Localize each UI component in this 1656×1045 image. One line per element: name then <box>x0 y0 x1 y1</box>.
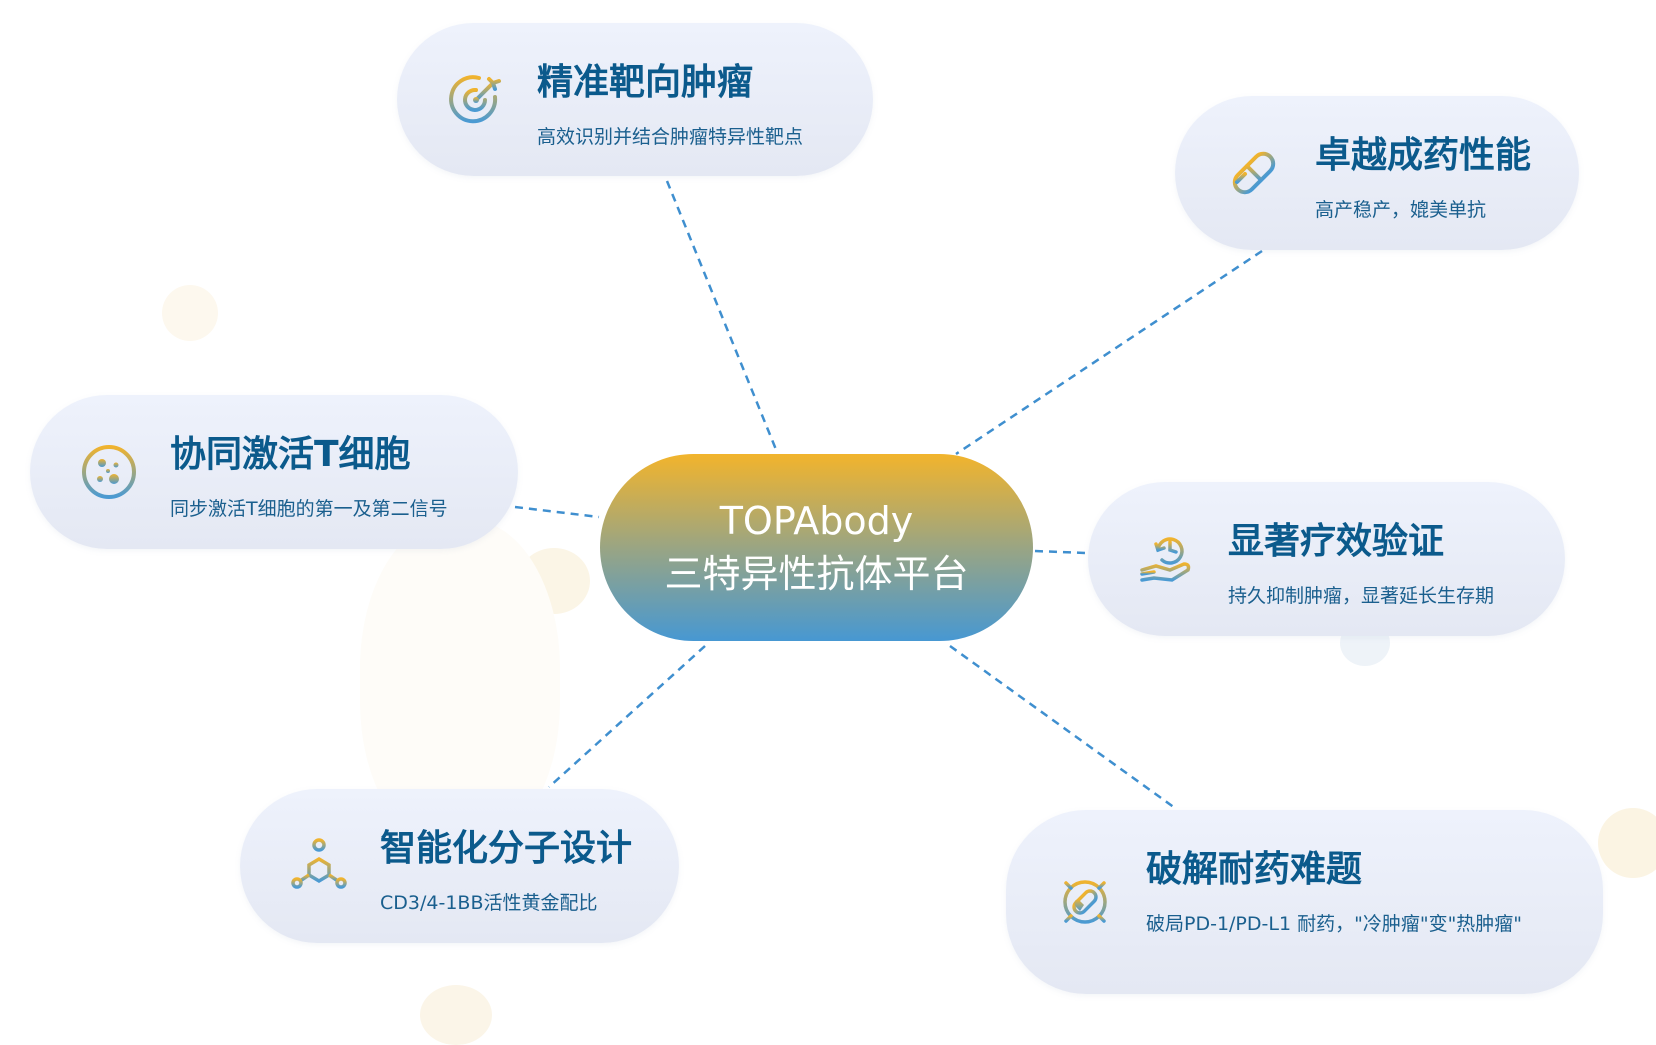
feature-title: 智能化分子设计 <box>380 828 633 869</box>
feature-title: 卓越成药性能 <box>1315 135 1532 176</box>
target-icon <box>449 74 501 123</box>
feature-subtitle: 高效识别并结合肿瘤特异性靶点 <box>537 126 804 148</box>
pill-icon <box>1232 151 1276 195</box>
center-subtitle: 三特异性抗体平台 <box>664 552 969 596</box>
cell-icon <box>82 445 136 499</box>
feature-title: 精准靶向肿瘤 <box>537 62 754 103</box>
connector-top-right <box>955 249 1263 456</box>
feature-card-drug-resistance: 破解耐药难题 破局PD-1/PD-L1 耐药，"冷肿瘤"变"热肿瘤" <box>1006 810 1603 994</box>
feature-title: 破解耐药难题 <box>1146 849 1363 890</box>
feature-title: 协同激活T细胞 <box>170 434 411 475</box>
feature-title: 显著疗效验证 <box>1228 521 1445 562</box>
connector-right <box>1034 549 1087 555</box>
molecule-icon <box>291 838 347 889</box>
feature-card-druggability: 卓越成药性能 高产稳产，媲美单抗 <box>1175 96 1579 250</box>
center-title: TOPAbody <box>719 499 914 543</box>
connector-bottom-right <box>949 644 1176 810</box>
background-blob <box>1598 808 1656 878</box>
feature-subtitle: 同步激活T细胞的第一及第二信号 <box>170 498 448 520</box>
hand-clock-icon <box>1140 537 1191 582</box>
connector-top <box>665 180 779 453</box>
background-blob <box>162 285 218 341</box>
feature-subtitle: 高产稳产，媲美单抗 <box>1315 199 1487 221</box>
connector-bottom-left <box>548 645 706 788</box>
virus-pill-icon <box>1056 873 1114 931</box>
feature-card-t-cell-activation: 协同激活T细胞 同步激活T细胞的第一及第二信号 <box>30 395 518 549</box>
center-platform-node: TOPAbody 三特异性抗体平台 <box>600 454 1033 641</box>
feature-subtitle: CD3/4-1BB活性黄金配比 <box>380 892 598 914</box>
connector-left <box>514 505 600 519</box>
feature-card-precise-targeting: 精准靶向肿瘤 高效识别并结合肿瘤特异性靶点 <box>397 23 873 176</box>
feature-card-efficacy: 显著疗效验证 持久抑制肿瘤，显著延长生存期 <box>1088 482 1565 636</box>
feature-card-molecular-design: 智能化分子设计 CD3/4-1BB活性黄金配比 <box>240 789 679 943</box>
feature-subtitle: 破局PD-1/PD-L1 耐药，"冷肿瘤"变"热肿瘤" <box>1146 913 1523 935</box>
feature-subtitle: 持久抑制肿瘤，显著延长生存期 <box>1228 585 1495 607</box>
